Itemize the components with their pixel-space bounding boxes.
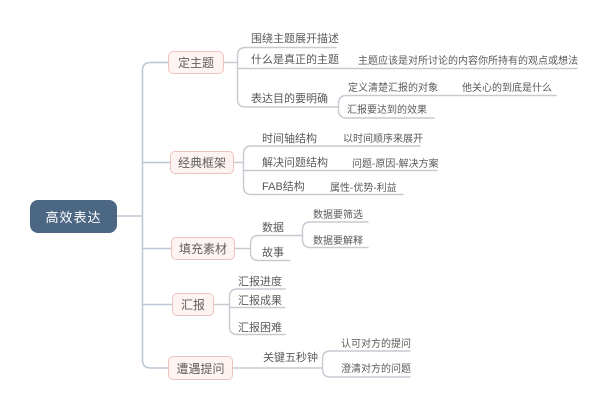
- central-topic[interactable]: 高效表达: [30, 200, 117, 233]
- subtopic-story[interactable]: 故事: [262, 247, 284, 259]
- subtopic-clarify-question[interactable]: 澄清对方的问题: [341, 363, 411, 375]
- subtopic-problem-cause-solution[interactable]: 问题-原因-解决方案: [352, 158, 439, 170]
- subtopic-data[interactable]: 数据: [262, 222, 284, 234]
- subtopic-filter-data[interactable]: 数据要筛选: [313, 210, 363, 221]
- subtopic-define-audience[interactable]: 定义清楚汇报的对象: [348, 83, 438, 94]
- subtopic-key-five-seconds[interactable]: 关键五秒钟: [263, 352, 318, 364]
- subtopic-what-is-real-theme[interactable]: 什么是真正的主题: [251, 54, 339, 66]
- subtopic-acknowledge-question[interactable]: 认可对方的提问: [341, 339, 411, 350]
- subtopic-explain-data[interactable]: 数据要解释: [313, 235, 363, 247]
- subtopic-desired-effect[interactable]: 汇报要达到的效果: [347, 105, 427, 116]
- subtopic-report-progress[interactable]: 汇报进度: [238, 276, 282, 288]
- subtopic-report-results[interactable]: 汇报成果: [238, 294, 282, 307]
- subtopic-fab-structure[interactable]: FAB结构: [262, 181, 305, 193]
- trunk-connectors: [116, 61, 173, 369]
- branch-set-topic[interactable]: 定主题: [168, 51, 224, 74]
- subtopic-chronological-order[interactable]: 以时间顺序来展开: [343, 134, 423, 145]
- subtopic-theme-is-your-viewpoint[interactable]: 主题应该是对所讨论的内容你所持有的观点或想法: [358, 56, 578, 67]
- subtopic-report-difficulties[interactable]: 汇报困难: [238, 321, 282, 334]
- subtopic-describe-around-theme[interactable]: 围绕主题展开描述: [251, 33, 339, 45]
- subtopic-clear-purpose[interactable]: 表达目的要明确: [251, 93, 328, 105]
- subtopic-timeline-structure[interactable]: 时间轴结构: [262, 132, 317, 145]
- branch-fill-material[interactable]: 填充素材: [171, 237, 235, 260]
- subtopic-problem-solving-structure[interactable]: 解决问题结构: [262, 157, 328, 169]
- branch-classic-frameworks[interactable]: 经典框架: [170, 151, 234, 174]
- connector-trunk-vertical: [141, 61, 169, 369]
- branch-handling-questions[interactable]: 遭遇提问: [168, 356, 233, 380]
- branch-reporting[interactable]: 汇报: [172, 293, 214, 316]
- subtopic-feature-advantage-benefit[interactable]: 属性-优势-利益: [330, 182, 397, 194]
- subtopic-what-they-care-about[interactable]: 他关心的到底是什么: [462, 83, 552, 94]
